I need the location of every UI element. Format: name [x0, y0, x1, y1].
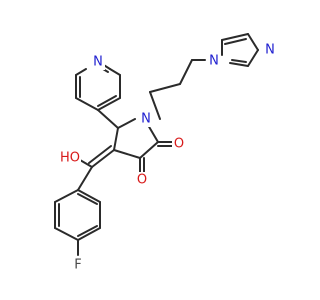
atom-labels: N N N N O O HO F: [59, 42, 277, 273]
molecule-diagram: N N N N O O HO F: [54, 33, 277, 273]
propyl-chain: [149, 59, 206, 120]
ketone-oxygen-1-label: O: [174, 137, 184, 152]
pyridine-nitrogen-label: N: [93, 55, 103, 70]
imidazole-ring: [221, 33, 259, 67]
pyrrolidinedione-ring: [88, 109, 173, 173]
imidazole-nitrogen-1-label: N: [209, 54, 219, 69]
fluorophenyl-group: [54, 159, 101, 256]
pyrrolidine-nitrogen-label: N: [141, 112, 151, 127]
fluorine-label: F: [74, 258, 81, 273]
ketone-oxygen-2-label: O: [137, 173, 147, 188]
hydroxyl-label: HO: [60, 151, 80, 166]
imidazole-nitrogen-3-label: N: [265, 43, 275, 58]
